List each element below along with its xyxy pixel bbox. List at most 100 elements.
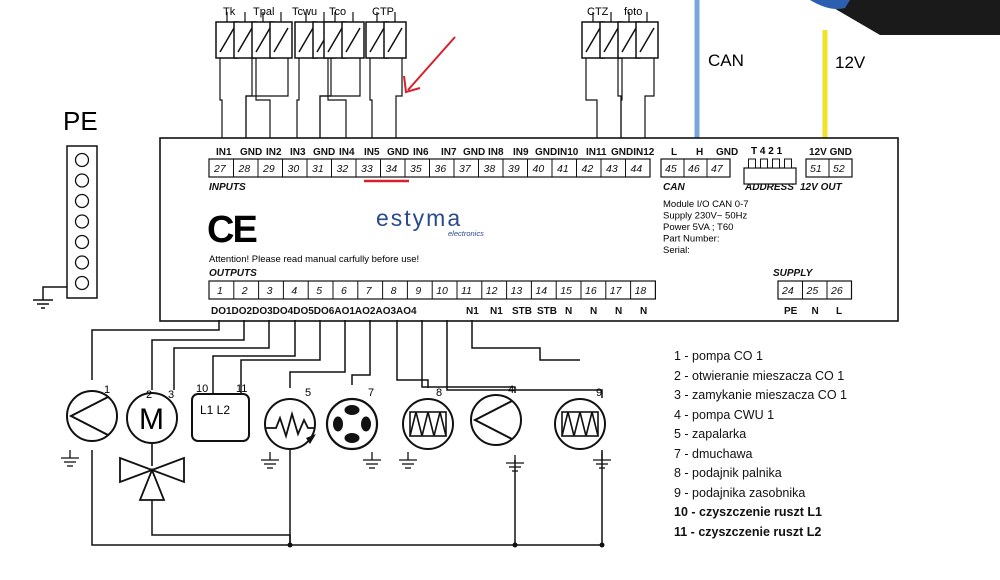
pe-hole bbox=[74, 234, 90, 250]
legend-item: 1 - pompa CO 1 bbox=[674, 349, 763, 363]
output-terminal: 1 bbox=[217, 285, 223, 297]
input-terminal: 36 bbox=[435, 163, 447, 175]
input-terminal: 29 bbox=[262, 163, 275, 175]
device-number: 2 bbox=[146, 389, 152, 401]
outputs-section-label: OUTPUTS bbox=[209, 268, 257, 279]
input-label: GND bbox=[240, 147, 262, 158]
output-terminal: 6 bbox=[341, 285, 347, 297]
input-terminal: 33 bbox=[361, 163, 373, 175]
output-label: STB bbox=[537, 306, 557, 317]
input-label: IN5 bbox=[364, 147, 380, 158]
output-label: N1 bbox=[490, 306, 503, 317]
input-label: IN1 bbox=[216, 147, 232, 158]
input-label: GND bbox=[387, 147, 409, 158]
sensor-label: Tk bbox=[223, 6, 236, 18]
input-label: L bbox=[671, 147, 677, 158]
can-terminal: 45 bbox=[665, 163, 677, 175]
input-label: IN2 bbox=[266, 147, 282, 158]
device-number: 11 bbox=[236, 383, 247, 395]
output-terminal: 7 bbox=[366, 285, 373, 297]
input-terminal: 35 bbox=[410, 163, 422, 175]
can-bus-label: CAN bbox=[708, 51, 744, 70]
relay-terminals-label: L1 L2 bbox=[200, 403, 230, 417]
burner-feeder: 8 bbox=[399, 387, 454, 469]
supply-label: L bbox=[836, 306, 842, 317]
legend-item: 4 - pompa CWU 1 bbox=[674, 407, 775, 422]
device-number: 4 bbox=[508, 384, 514, 396]
output-terminal: 2 bbox=[241, 285, 248, 297]
device-number: 1 bbox=[104, 384, 110, 396]
12v-out-section-label: 12V OUT bbox=[800, 182, 843, 193]
output-label: N bbox=[640, 306, 647, 317]
brand-logo: estyma bbox=[376, 205, 462, 231]
input-label: GNDIN12 bbox=[611, 147, 655, 158]
input-terminal: 37 bbox=[459, 163, 472, 175]
input-terminal: 42 bbox=[582, 163, 594, 175]
output-terminal: 14 bbox=[535, 285, 547, 297]
sensor-ctp: CTP bbox=[365, 6, 407, 146]
controller-device-accent bbox=[810, 0, 850, 9]
input-terminal: 27 bbox=[213, 163, 227, 175]
supply-terminal: 26 bbox=[830, 285, 843, 297]
input-terminal: 30 bbox=[288, 163, 300, 175]
output-terminal: 18 bbox=[635, 285, 647, 297]
pe-terminal-holes bbox=[74, 152, 90, 291]
pe-hole bbox=[74, 152, 90, 168]
input-terminal: 34 bbox=[386, 163, 398, 175]
supply-label: PE bbox=[784, 306, 798, 317]
can-terminal: 46 bbox=[688, 163, 700, 175]
input-terminal: 32 bbox=[337, 163, 349, 175]
legend-item: 11 - czyszczenie ruszt L2 bbox=[674, 524, 822, 539]
input-label: GND bbox=[313, 147, 335, 158]
input-label: IN11 bbox=[586, 147, 607, 158]
input-label: IN4 bbox=[339, 147, 355, 158]
12v-terminal: 52 bbox=[833, 163, 845, 175]
legend-item: 5 - zapalarka bbox=[674, 427, 747, 441]
pe-hole bbox=[74, 173, 90, 188]
supply-label: N bbox=[812, 306, 819, 317]
device-number: 3 bbox=[168, 389, 174, 401]
output-terminal: 5 bbox=[316, 285, 322, 297]
pe-hole bbox=[74, 214, 90, 229]
sensor-label: Tco bbox=[329, 6, 346, 18]
output-terminal: 15 bbox=[560, 285, 572, 297]
input-label: IN9 bbox=[513, 147, 529, 158]
input-label: 12V GND bbox=[809, 147, 852, 158]
can-terminal: 47 bbox=[711, 163, 724, 175]
pe-hole bbox=[74, 275, 90, 291]
output-terminal: 9 bbox=[415, 285, 421, 297]
output-label: N bbox=[615, 306, 622, 317]
pe-ground-icon bbox=[33, 299, 53, 309]
legend-item: 3 - zamykanie mieszacza CO 1 bbox=[674, 388, 847, 402]
input-terminal: 38 bbox=[484, 163, 496, 175]
device-number: 8 bbox=[436, 387, 442, 399]
pump-cwu-1: 4 bbox=[470, 384, 524, 472]
dip-lever bbox=[748, 158, 756, 169]
sensor-foto: foto bbox=[617, 6, 659, 146]
device-number: 9 bbox=[596, 387, 602, 399]
ce-mark: CE bbox=[207, 209, 256, 251]
attention-notice: Attention! Please read manual carfully b… bbox=[209, 254, 419, 265]
output-terminal: 11 bbox=[461, 285, 472, 297]
input-terminal: 44 bbox=[631, 163, 643, 175]
input-terminal: 43 bbox=[606, 163, 618, 175]
output-wires bbox=[91, 320, 605, 548]
dip-lever bbox=[784, 158, 792, 169]
output-label: DO1DO2DO3DO4DO5DO6AO1AO2AO3AO4 bbox=[211, 306, 417, 317]
output-terminal: 13 bbox=[511, 285, 523, 297]
supply-section-label: SUPPLY bbox=[773, 268, 814, 279]
input-label: IN7 bbox=[441, 147, 457, 158]
legend-item: 2 - otwieranie mieszacza CO 1 bbox=[674, 368, 845, 383]
input-label: IN3 bbox=[290, 147, 306, 158]
legend-item: 10 - czyszczenie ruszt L1 bbox=[674, 505, 822, 519]
output-label: STB bbox=[512, 306, 532, 317]
module-info-line: Module I/O CAN 0-7 bbox=[663, 199, 749, 210]
address-dip-levers bbox=[748, 158, 792, 169]
output-terminal: 16 bbox=[585, 285, 597, 297]
